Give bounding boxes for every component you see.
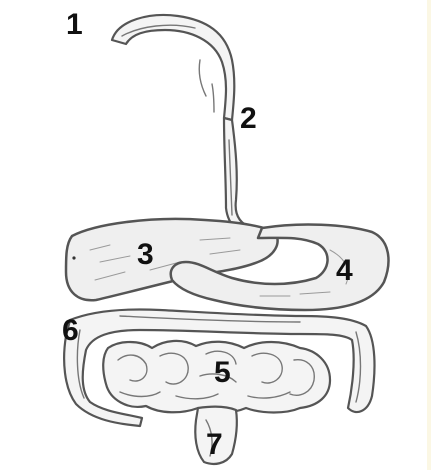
label-stomach: 4 [336, 256, 353, 286]
esophagus [224, 118, 262, 238]
label-mouth: 1 [66, 10, 83, 40]
label-liver: 3 [137, 240, 154, 270]
label-rectum: 7 [206, 430, 223, 460]
label-esophagus: 2 [240, 104, 257, 134]
label-large-intestine: 6 [62, 316, 79, 346]
right-edge-strip [427, 0, 431, 470]
label-small-intestine: 5 [214, 358, 231, 388]
mouth-pharynx [112, 15, 234, 120]
